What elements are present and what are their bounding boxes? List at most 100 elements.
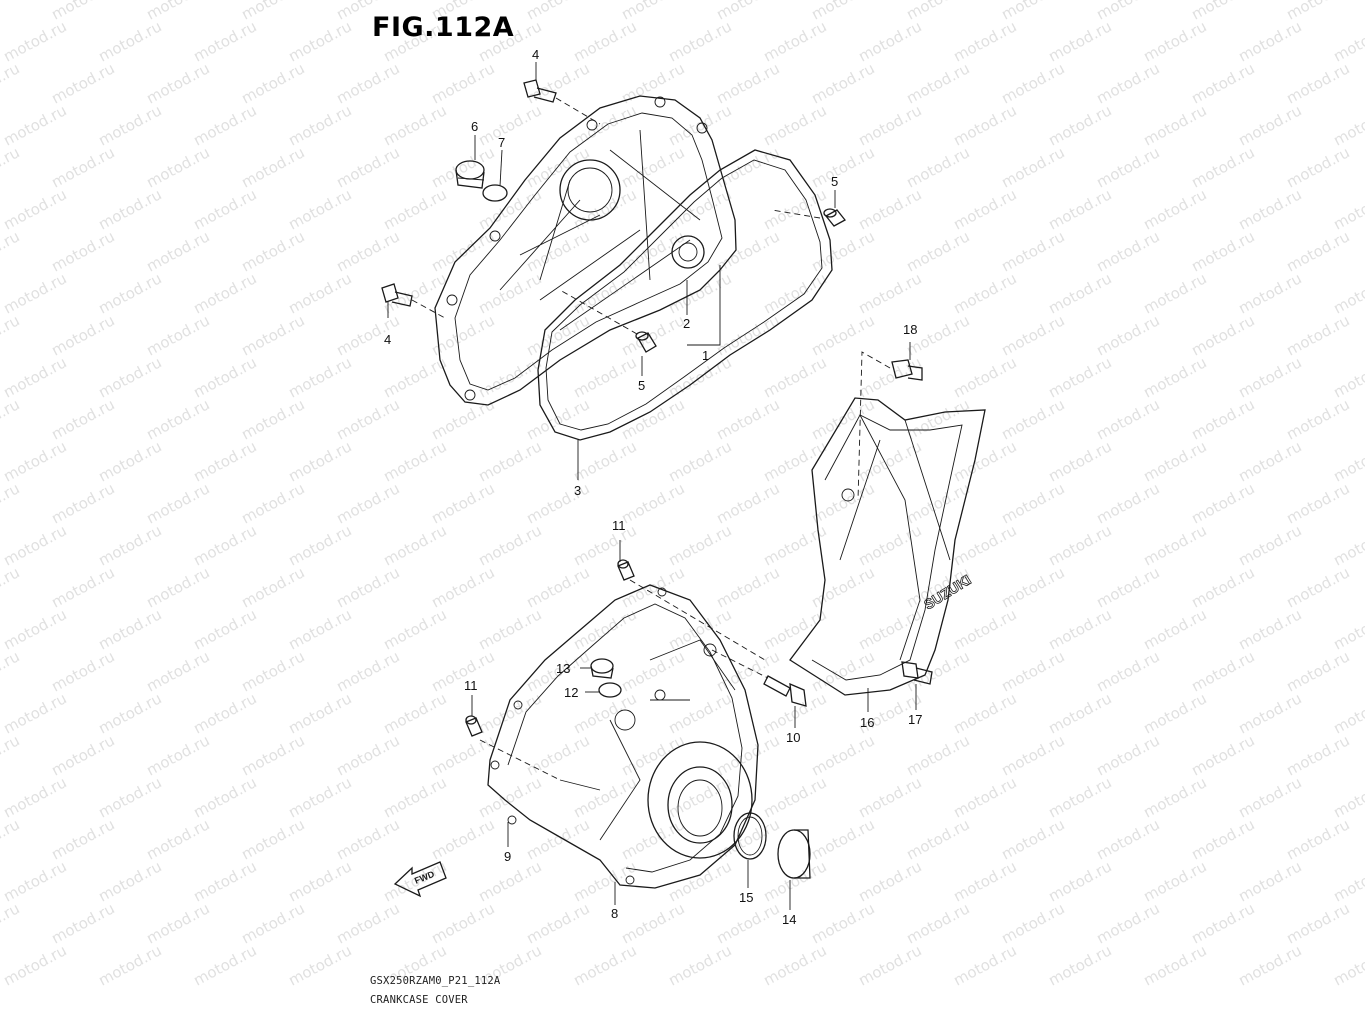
watermark-text: motod.ru [1045,17,1114,65]
watermark-text: motod.ru [855,269,924,317]
watermark-text: motod.ru [998,731,1067,779]
watermark-text: motod.ru [48,395,117,443]
watermark-text: motod.ru [285,941,354,989]
watermark-text: motod.ru [95,857,164,905]
watermark-text: motod.ru [1093,59,1162,107]
watermark-text: motod.ru [48,731,117,779]
watermark-text: motod.ru [475,185,544,233]
watermark-text: motod.ru [523,59,592,107]
watermark-text: motod.ru [285,437,354,485]
watermark-text: motod.ru [48,563,117,611]
watermark-text: motod.ru [0,773,69,821]
watermark-text: motod.ru [0,857,69,905]
watermark-text: motod.ru [760,773,829,821]
watermark-text: motod.ru [143,563,212,611]
watermark-text: motod.ru [0,899,23,947]
watermark-text: motod.ru [570,773,639,821]
callout-9: 9 [504,849,511,864]
watermark-text: motod.ru [95,941,164,989]
watermark-text: motod.ru [238,59,307,107]
watermark-text: motod.ru [380,437,449,485]
watermark-text: motod.ru [903,815,972,863]
watermark-text: motod.ru [1188,815,1257,863]
watermark-text: motod.ru [0,647,23,695]
watermark-text: motod.ru [0,59,23,107]
watermark-text: motod.ru [238,143,307,191]
watermark-text: motod.ru [855,101,924,149]
watermark-text: motod.ru [523,563,592,611]
o-ring-12 [598,682,622,698]
callout-18: 18 [903,322,917,337]
watermark-text: motod.ru [1330,17,1365,65]
figure-code: GSX250RZAM0_P21_112A [370,975,501,987]
watermark-text: motod.ru [808,647,877,695]
watermark-text: motod.ru [1283,143,1352,191]
watermark-text: motod.ru [808,731,877,779]
watermark-text: motod.ru [380,101,449,149]
watermark-text: motod.ru [143,479,212,527]
watermark-text: motod.ru [285,101,354,149]
watermark-text: motod.ru [523,731,592,779]
watermark-text: motod.ru [1283,479,1352,527]
watermark-text: motod.ru [48,899,117,947]
watermark-text: motod.ru [190,17,259,65]
bolt-18 [891,359,923,381]
watermark-text: motod.ru [523,899,592,947]
watermark-text: motod.ru [1235,353,1304,401]
watermark-text: motod.ru [665,17,734,65]
watermark-text: motod.ru [1235,941,1304,989]
watermark-text: motod.ru [1140,857,1209,905]
watermark-text: motod.ru [143,395,212,443]
watermark-text: motod.ru [428,731,497,779]
watermark-text: motod.ru [0,521,69,569]
watermark-text: motod.ru [808,563,877,611]
watermark-text: motod.ru [713,59,782,107]
watermark-text: motod.ru [1188,731,1257,779]
watermark-text: motod.ru [1330,857,1365,905]
watermark-text: motod.ru [760,605,829,653]
watermark-text: motod.ru [333,311,402,359]
watermark-text: motod.ru [380,185,449,233]
watermark-text: motod.ru [95,353,164,401]
watermark-text: motod.ru [1045,101,1114,149]
watermark-text: motod.ru [0,815,23,863]
watermark-text: motod.ru [1330,941,1365,989]
watermark-text: motod.ru [0,0,23,24]
watermark-text: motod.ru [0,227,23,275]
watermark-text: motod.ru [285,269,354,317]
watermark-text: motod.ru [903,479,972,527]
watermark-text: motod.ru [333,143,402,191]
watermark-text: motod.ru [1045,941,1114,989]
watermark-text: motod.ru [380,773,449,821]
watermark-text: motod.ru [143,731,212,779]
watermark-text: motod.ru [1330,269,1365,317]
watermark-text: motod.ru [570,437,639,485]
watermark-text: motod.ru [808,311,877,359]
watermark-text: motod.ru [190,185,259,233]
dowel-pin-center [635,331,657,353]
bolt-lower [381,283,413,307]
watermark-text: motod.ru [618,815,687,863]
callout-7: 7 [498,135,505,150]
watermark-text: motod.ru [1235,437,1304,485]
watermark-text: motod.ru [380,269,449,317]
callout-16: 16 [860,715,874,730]
watermark-text: motod.ru [0,395,23,443]
watermark-text: motod.ru [903,647,972,695]
watermark-text: motod.ru [333,59,402,107]
watermark-text: motod.ru [190,773,259,821]
watermark-text: motod.ru [1235,773,1304,821]
watermark-text: motod.ru [380,353,449,401]
callout-4-lower: 4 [384,332,391,347]
watermark-text: motod.ru [380,521,449,569]
watermark-text: motod.ru [95,773,164,821]
watermark-text: motod.ru [570,941,639,989]
watermark-text: motod.ru [570,17,639,65]
watermark-text: motod.ru [808,143,877,191]
watermark-text: motod.ru [1330,689,1365,737]
watermark-text: motod.ru [1093,815,1162,863]
watermark-text: motod.ru [665,101,734,149]
watermark-text: motod.ru [760,17,829,65]
